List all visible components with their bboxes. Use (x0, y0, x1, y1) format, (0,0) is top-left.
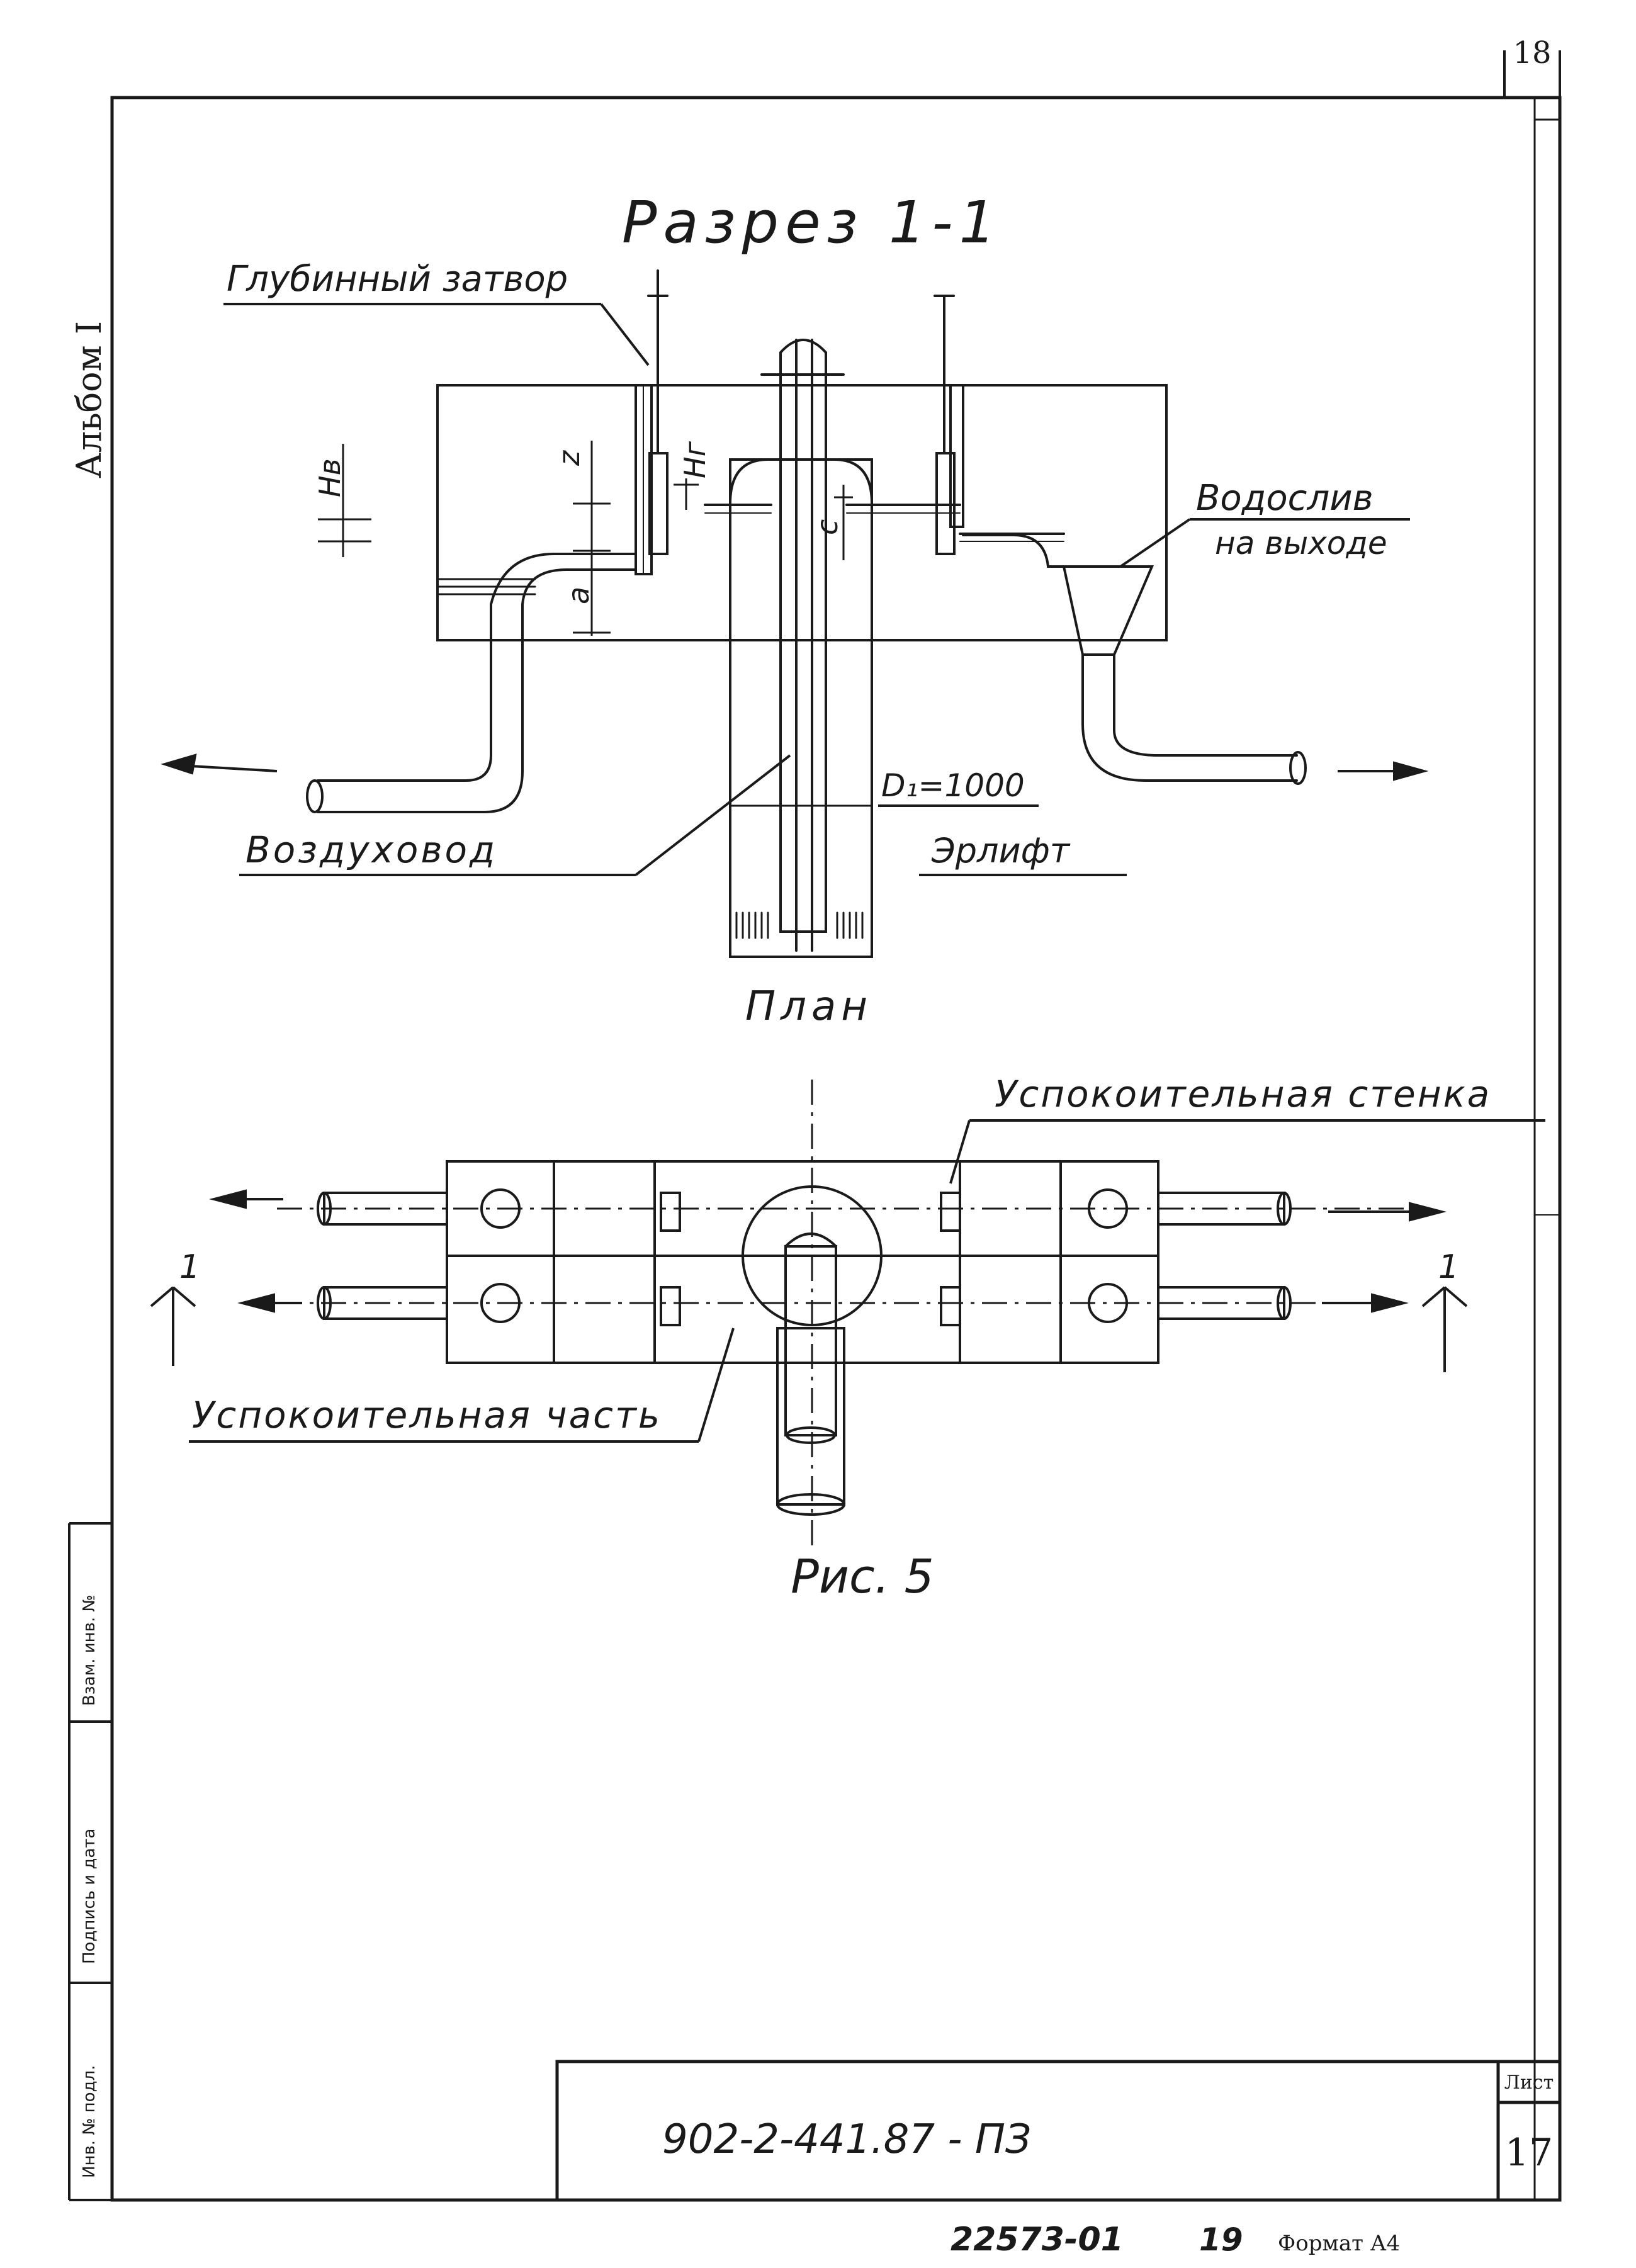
callout-stilling-part: Успокоительная часть (192, 1394, 662, 1436)
section-leaders (223, 303, 1410, 876)
callout-diameter: D₁=1000 (881, 767, 1025, 804)
svg-text:Подпись и дата: Подпись и дата (80, 1829, 99, 1964)
plan-title: План (745, 983, 872, 1030)
plan-leaders (189, 1119, 1545, 1443)
callout-deep-gate: Глубинный затвор (227, 259, 568, 300)
sheet-label: Лист (1504, 2072, 1554, 2094)
section-title: Разрез 1-1 (622, 189, 1002, 256)
callout-air-duct: Воздуховод (245, 828, 497, 871)
plan-callouts: Успокоительная стенка Успокоительная час… (192, 1073, 1491, 1436)
side-stamp-labels: Взам. инв. № Подпись и дата Инв. № подл. (80, 1594, 99, 2178)
callout-outlet-weir-2: на выходе (1215, 525, 1387, 561)
page-corner-number: 18 (1513, 35, 1551, 71)
dimension-labels: Hв z Hг a c (313, 441, 844, 604)
section-mark-right: 1 (1438, 1248, 1459, 1286)
document-code: 902-2-441.87 - ПЗ (662, 2116, 1031, 2163)
section-mark-left: 1 (179, 1248, 200, 1286)
title-block (555, 2060, 1562, 2202)
section-callouts: Глубинный затвор Водослив на выходе Возд… (227, 259, 1387, 871)
tank-plan-outline (446, 1160, 1159, 1364)
dim-hv: Hв (313, 458, 347, 497)
sheet-number: 17 (1505, 2131, 1553, 2175)
svg-text:Инв. № подл.: Инв. № подл. (80, 2065, 99, 2178)
section-flow-arrows (161, 753, 1429, 781)
format-label: Формат А4 (1278, 2231, 1400, 2256)
dim-z: z (552, 450, 586, 466)
plan-view (317, 1080, 1292, 1549)
section-view (306, 269, 1307, 958)
airlift-column (729, 458, 873, 958)
figure-caption: Рис. 5 (791, 1550, 934, 1604)
dim-a: a (561, 587, 595, 604)
footer-page-number: 19 (1199, 2221, 1243, 2258)
plan-center-lines (277, 1207, 1410, 1304)
inventory-number: 22573-01 (951, 2221, 1124, 2259)
plan-flow-arrows (209, 1189, 1447, 1313)
section-markers (150, 1286, 1468, 1372)
svg-text:Взам. инв. №: Взам. инв. № (80, 1594, 99, 1706)
sheet-frame (110, 50, 1562, 2202)
section-dimensions (318, 441, 872, 807)
side-stamp (68, 1522, 112, 2201)
album-label: Альбом I (69, 321, 109, 478)
dim-hg: Hг (678, 441, 712, 478)
callout-airlift: Эрлифт (931, 831, 1071, 871)
dim-c: c (810, 519, 844, 535)
tank-section-outline (436, 384, 1168, 641)
callout-stilling-wall: Успокоительная стенка (995, 1073, 1491, 1115)
callout-outlet-weir-1: Водослив (1196, 478, 1374, 519)
